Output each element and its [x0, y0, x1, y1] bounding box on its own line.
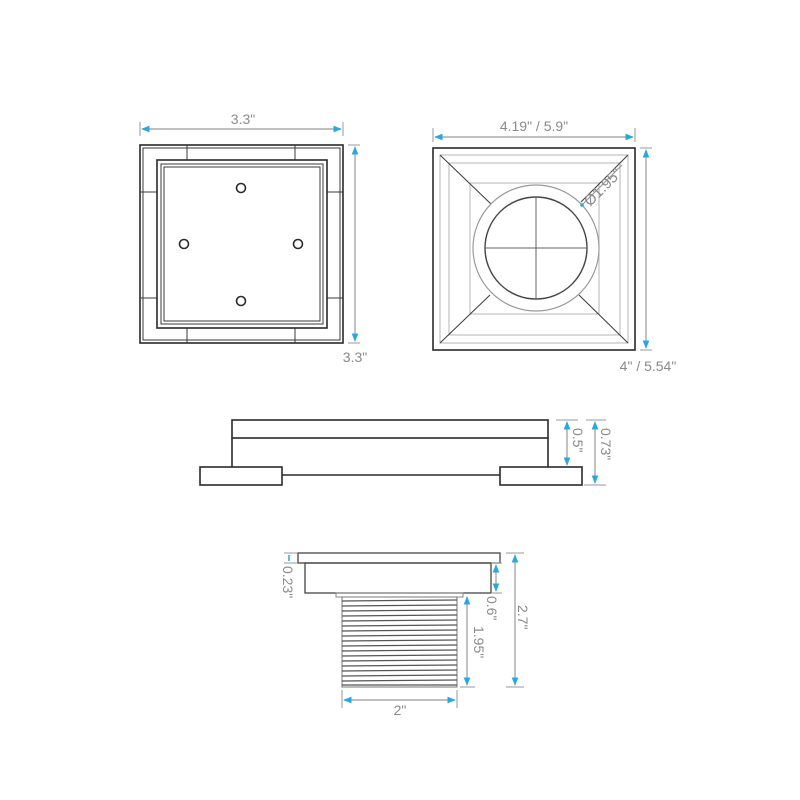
thread-height-label: 1.95"	[471, 626, 487, 658]
drain-diameter-label: Ø1.95"	[581, 165, 626, 210]
grate-height-label: 3.3"	[343, 349, 367, 365]
grate-inner-height-label: 0.5"	[570, 428, 586, 452]
grate-side-view: 0.5" 0.73"	[199, 419, 614, 486]
screw-hole-left	[178, 238, 190, 250]
grate-total-height-label: 0.73"	[598, 428, 614, 460]
body-total-height-label: 2.7"	[515, 605, 531, 629]
thread-section	[341, 596, 458, 688]
flange-width-label: 4.19" / 5.9"	[500, 118, 568, 134]
flange-thickness-label: 0.23"	[280, 566, 296, 598]
screw-hole-bottom	[235, 295, 247, 307]
screw-hole-right	[292, 238, 304, 250]
grate-width-label: 3.3"	[231, 111, 255, 127]
thread-width-label: 2"	[394, 702, 407, 718]
flange-top-view: Ø1.95" 4.19" / 5.9" 4" / 5.54"	[432, 118, 677, 374]
grate-top-view: 3.3" 3.3"	[139, 111, 367, 365]
body-side-view: 0.23" 0.6" 1.95" 2.7" 2"	[280, 552, 531, 718]
collar-height-label: 0.6"	[484, 596, 500, 620]
screw-hole-top	[235, 182, 247, 194]
flange-height-label: 4" / 5.54"	[620, 358, 677, 374]
